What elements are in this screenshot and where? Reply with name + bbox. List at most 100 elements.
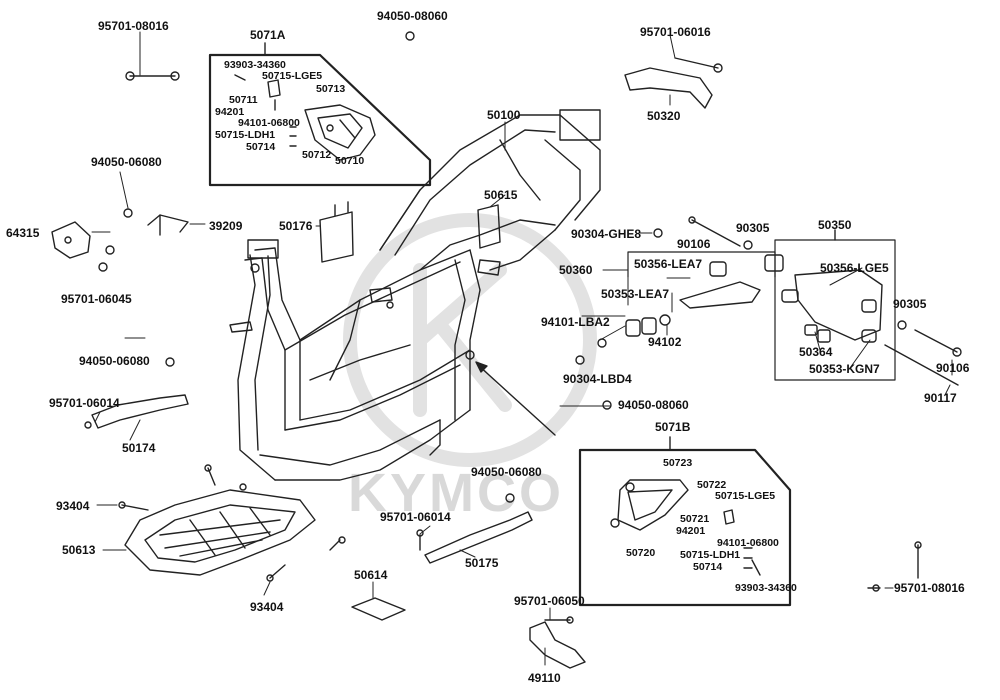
- label-50720: 50720: [626, 547, 656, 559]
- assembly-box-5071B: [578, 436, 792, 607]
- label-95701-08016-top: 95701-08016: [98, 19, 169, 33]
- bolts-95701-06045: [98, 245, 115, 272]
- label-50356-LGE5: 50356-LGE5: [820, 261, 889, 275]
- label-50712: 50712: [302, 149, 332, 161]
- label-50174: 50174: [122, 441, 156, 455]
- label-50353-KGN7: 50353-KGN7: [809, 362, 880, 376]
- label-50320: 50320: [647, 109, 681, 123]
- label-94101-06800-a: 94101-06800: [238, 117, 300, 129]
- bracket-49110: [529, 616, 586, 669]
- bracket-39209: [147, 214, 189, 236]
- label-95701-06045: 95701-06045: [61, 292, 132, 306]
- label-95701-06014-a: 95701-06014: [49, 396, 120, 410]
- label-50715-LDH1-b: 50715-LDH1: [680, 549, 741, 561]
- bolt-90106-b: [914, 329, 962, 357]
- engine-hanger-50350: [764, 254, 883, 343]
- label-95701-08016-bottom: 95701-08016: [894, 581, 965, 595]
- label-90106-a: 90106: [677, 237, 711, 251]
- plate-50614: [351, 597, 406, 621]
- bracket-50174: [84, 394, 189, 429]
- nut-94050-06080-a: [123, 208, 133, 218]
- label-94201-a: 94201: [215, 106, 245, 118]
- label-39209: 39209: [209, 219, 243, 233]
- label-64315: 64315: [6, 226, 40, 240]
- bolt-95701-08016-bottom: [867, 541, 922, 592]
- bracket-50720: [610, 479, 761, 576]
- plate-50176: [319, 201, 354, 263]
- label-50613: 50613: [62, 543, 96, 557]
- nut-90305-a: [743, 240, 753, 250]
- label-50356-LEA7: 50356-LEA7: [634, 257, 703, 271]
- label-90106-b: 90106: [936, 361, 970, 375]
- label-50711: 50711: [229, 94, 258, 106]
- label-90305-a: 90305: [736, 221, 770, 235]
- label-90304-LBD4: 90304-LBD4: [563, 372, 632, 386]
- shaft-50360: [679, 216, 761, 309]
- nut-94050-08060-mid: [602, 400, 612, 410]
- nut-90304-GHE8: [653, 228, 663, 238]
- label-50710: 50710: [335, 155, 365, 167]
- label-90117: 90117: [924, 391, 957, 405]
- leader-lines: [91, 31, 953, 666]
- label-94050-08060-mid: 94050-08060: [618, 398, 689, 412]
- label-50176: 50176: [279, 219, 313, 233]
- label-94201-b: 94201: [676, 525, 706, 537]
- main-frame-50100: [229, 109, 601, 481]
- label-95701-06050: 95701-06050: [514, 594, 585, 608]
- label-94101-LBA2: 94101-LBA2: [541, 315, 610, 329]
- label-50715-LGE5-a: 50715-LGE5: [262, 70, 323, 82]
- label-95701-06016: 95701-06016: [640, 25, 711, 39]
- label-93903-34360-b: 93903-34360: [735, 582, 797, 594]
- label-50714-b: 50714: [693, 561, 723, 573]
- label-50350: 50350: [818, 218, 852, 232]
- label-5071B: 5071B: [655, 420, 691, 434]
- label-94102: 94102: [648, 335, 682, 349]
- plate-50615: [477, 204, 501, 249]
- label-50722: 50722: [697, 479, 727, 491]
- label-50715-LDH1-a: 50715-LDH1: [215, 129, 276, 141]
- label-50721: 50721: [680, 513, 710, 525]
- label-50100: 50100: [487, 108, 521, 122]
- label-49110: 49110: [528, 671, 561, 685]
- label-94050-08060-top: 94050-08060: [377, 9, 448, 23]
- label-50175: 50175: [465, 556, 499, 570]
- label-50364: 50364: [799, 345, 833, 359]
- label-50353-LEA7: 50353-LEA7: [601, 287, 670, 301]
- label-50360: 50360: [559, 263, 593, 277]
- nut-94050-08060-top: [405, 31, 415, 41]
- label-50713: 50713: [316, 83, 346, 95]
- nut-90304-LBD4: [575, 355, 585, 365]
- nut-94050-06080-c: [505, 493, 515, 503]
- label-50714-a: 50714: [246, 141, 276, 153]
- frame-pointer-arrow: [475, 361, 556, 436]
- bolt-95701-08016-top: [125, 71, 180, 81]
- nut-90305-b: [897, 320, 907, 330]
- bolt-93404-b: [266, 536, 346, 582]
- bolt-90117: [884, 344, 959, 386]
- assembly-box-50350: [774, 229, 896, 381]
- label-90304-GHE8: 90304-GHE8: [571, 227, 642, 241]
- bracket-50175: [416, 511, 533, 564]
- label-50615: 50615: [484, 188, 518, 202]
- label-50723: 50723: [663, 457, 693, 469]
- label-50715-LGE5-b: 50715-LGE5: [715, 490, 776, 502]
- label-95701-06014-b: 95701-06014: [380, 510, 451, 524]
- bushings-50353-LEA7: [597, 314, 671, 348]
- floor-panel-50613: [118, 464, 316, 576]
- nut-94050-06080-b: [165, 357, 175, 367]
- bracket-64315: [51, 221, 91, 259]
- label-94101-06800-b: 94101-06800: [717, 537, 779, 549]
- label-93903-34360-a: 93903-34360: [224, 59, 286, 71]
- label-93404-a: 93404: [56, 499, 90, 513]
- label-94050-06080-a: 94050-06080: [91, 155, 162, 169]
- label-93404-b: 93404: [250, 600, 284, 614]
- label-94050-06080-c: 94050-06080: [471, 465, 542, 479]
- label-94050-06080-b: 94050-06080: [79, 354, 150, 368]
- bracket-50710: [234, 74, 376, 161]
- bracket-50320: [624, 57, 723, 109]
- label-5071A: 5071A: [250, 28, 286, 42]
- label-90305-b: 90305: [893, 297, 927, 311]
- label-50614: 50614: [354, 568, 388, 582]
